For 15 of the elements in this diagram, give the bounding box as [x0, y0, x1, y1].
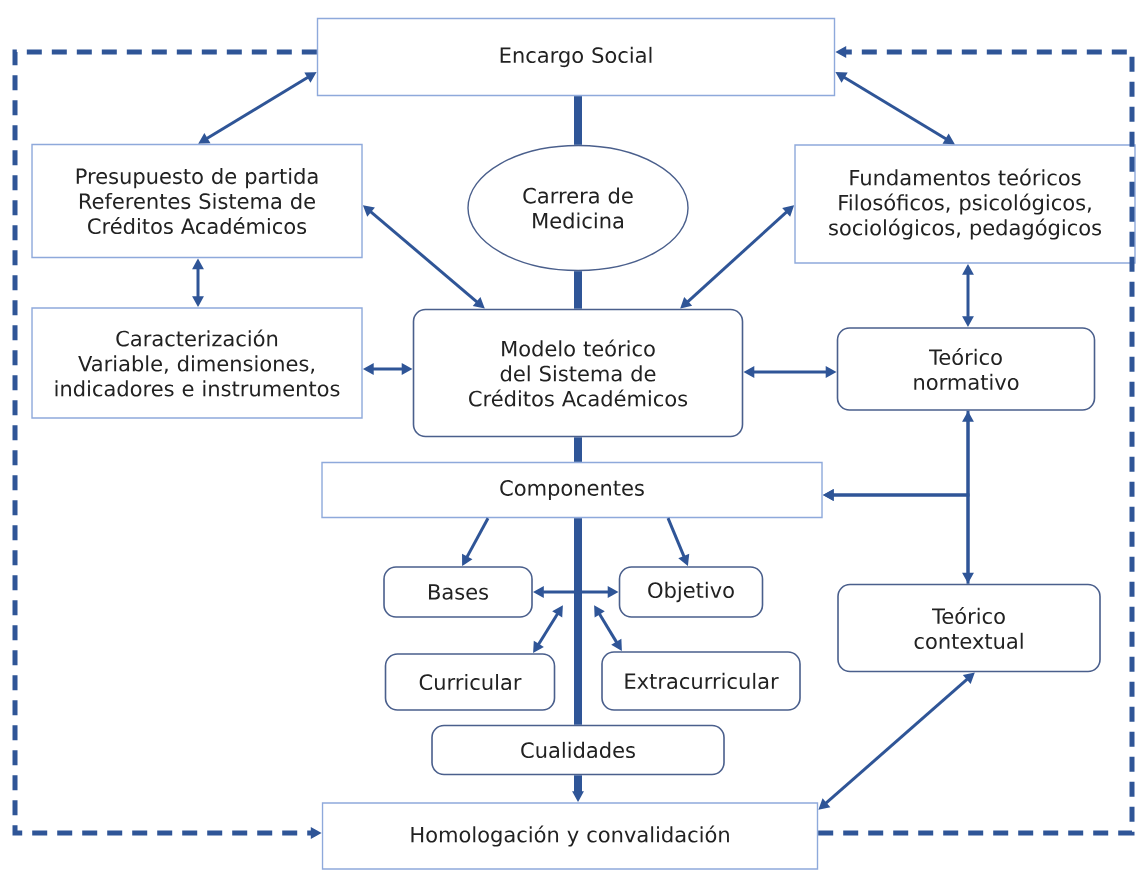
- text-box: Caracterización Variable, dimensiones, indicadores e instrumentos: [31, 307, 363, 419]
- text-box: Fundamentos teóricos Filosóficos, psicológicos, sociológicos, pedagógicos: [794, 144, 1136, 264]
- rounded-box: Extracurricular: [601, 651, 801, 711]
- rounded-box: Teórico contextual: [837, 583, 1101, 673]
- rounded-box: Modelo teórico del Sistema de Créditos Académicos: [412, 308, 744, 438]
- ellipse-node: Carrera de Medicina: [467, 144, 689, 272]
- rounded-box: Curricular: [384, 653, 556, 711]
- rounded-box: Teórico normativo: [836, 327, 1096, 411]
- text-box: Encargo Social: [316, 17, 836, 97]
- rounded-box: Cualidades: [431, 724, 725, 776]
- rounded-box: Objetivo: [618, 566, 764, 618]
- text-box: Presupuesto de partida Referentes Sistema de Créditos Académicos: [31, 143, 363, 259]
- text-box: Componentes: [321, 461, 823, 519]
- text-box: Homologación y convalidación: [321, 802, 819, 870]
- rounded-box: Bases: [383, 566, 533, 618]
